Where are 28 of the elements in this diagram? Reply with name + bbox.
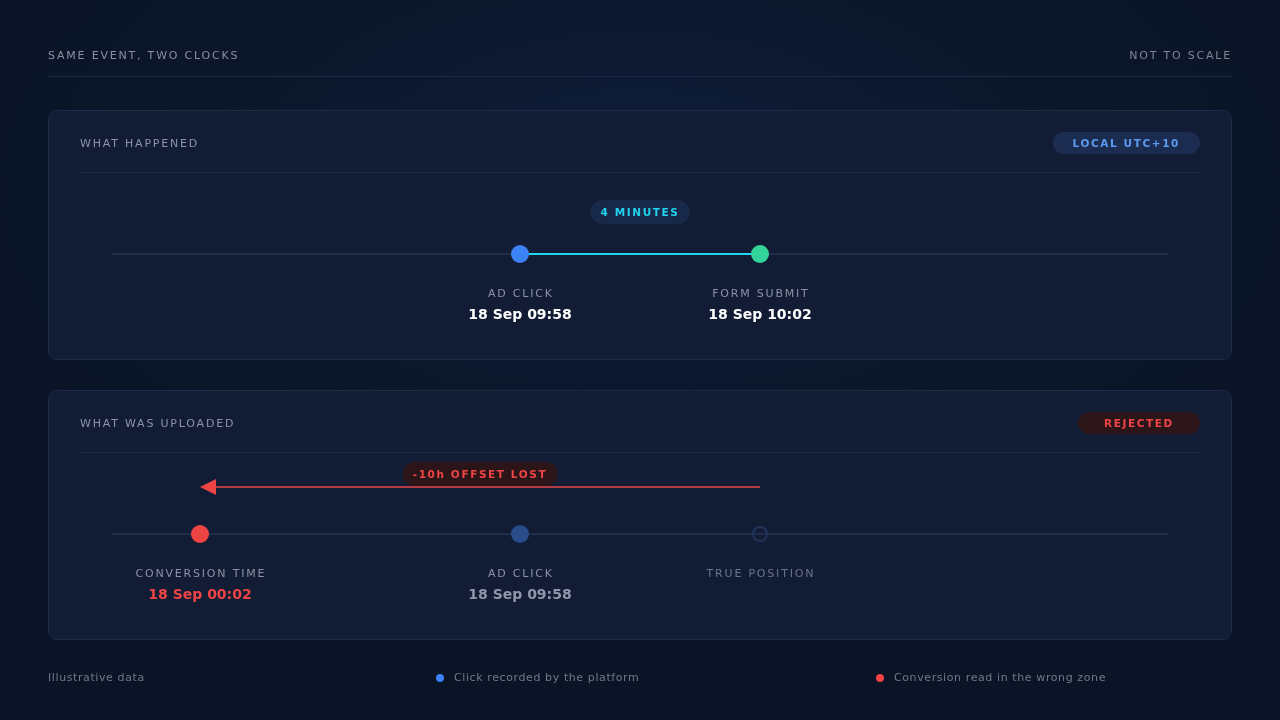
legend-label: Conversion read in the wrong zone <box>894 671 1106 685</box>
page-title: SAME EVENT, TWO CLOCKS <box>48 49 240 63</box>
event-label: AD CLICK <box>487 287 554 301</box>
event-label: FORM SUBMIT <box>711 287 810 301</box>
legend-label: Click recorded by the platform <box>454 671 640 685</box>
event-label: TRUE POSITION <box>705 567 816 581</box>
timeline-panel <box>48 390 1232 640</box>
event-time: 18 Sep 00:02 <box>148 585 252 603</box>
connector-line <box>528 253 752 255</box>
panel-heading: WHAT HAPPENED <box>80 137 200 151</box>
event-dot <box>751 245 769 263</box>
event-label: CONVERSION TIME <box>134 567 267 581</box>
timeline-panel <box>48 110 1232 360</box>
event-time: 18 Sep 09:58 <box>468 585 572 603</box>
event-dot <box>511 525 529 543</box>
event-time: 18 Sep 10:02 <box>708 305 812 323</box>
event-dot <box>511 245 529 263</box>
event-dot <box>191 525 209 543</box>
offset-badge: -10h OFFSET LOST <box>402 462 558 486</box>
note-text: Illustrative data <box>48 671 145 685</box>
duration-badge: 4 MINUTES <box>590 200 690 224</box>
status-badge: LOCAL UTC+10 <box>1052 132 1200 154</box>
event-label: AD CLICK <box>487 567 554 581</box>
panel-heading: WHAT WAS UPLOADED <box>80 417 236 431</box>
event-time: 18 Sep 09:58 <box>468 305 572 323</box>
note-text: NOT TO SCALE <box>1129 49 1232 63</box>
position-ring <box>752 526 768 542</box>
status-badge: REJECTED <box>1078 412 1200 434</box>
